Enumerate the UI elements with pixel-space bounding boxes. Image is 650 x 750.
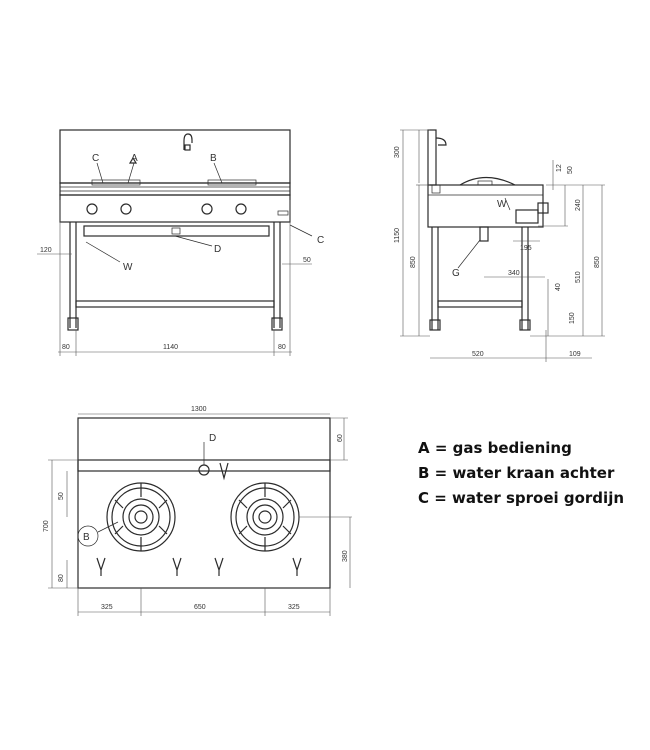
dim-520: 520 — [472, 351, 484, 358]
side-bracket — [431, 184, 441, 194]
gas-knob-icon — [86, 203, 98, 215]
dim-50-side: 50 — [567, 166, 574, 174]
legend-item-c: C = water sproei gordijn — [418, 489, 625, 507]
front-foot-left — [67, 317, 79, 331]
front-spray-bar — [83, 225, 270, 237]
tap-knob — [184, 144, 191, 151]
legend-item-b: B = water kraan achter — [418, 464, 615, 482]
dim-1140: 1140 — [163, 344, 178, 351]
pointer-c-side — [289, 224, 313, 237]
dim-150: 150 — [569, 312, 576, 324]
front-badge — [277, 210, 289, 216]
dim-40: 40 — [555, 283, 562, 291]
side-drain — [479, 226, 489, 242]
label-d-top: D — [209, 433, 216, 444]
top-drain-d — [198, 464, 210, 476]
drain-d — [171, 227, 181, 235]
label-c: C — [92, 153, 99, 164]
dim-1150: 1150 — [394, 228, 401, 243]
pointer-c — [96, 162, 104, 184]
dim-195: 195 — [520, 245, 532, 252]
dim-50-top: 50 — [58, 492, 65, 500]
pointer-d — [174, 235, 213, 247]
side-body — [427, 184, 544, 228]
label-b-circle — [77, 525, 99, 547]
dim-109: 109 — [569, 351, 581, 358]
legend: A = gas bediening B = water kraan achter… — [418, 436, 624, 511]
pointer-w — [85, 241, 121, 263]
dim-325-right: 325 — [288, 604, 300, 611]
front-burner-right — [207, 179, 257, 186]
dim-80-left: 80 — [62, 344, 70, 351]
front-foot-right — [271, 317, 283, 331]
pointer-g — [457, 239, 481, 269]
label-a: A — [131, 153, 138, 164]
side-backsplash — [427, 129, 437, 186]
label-b-top: B — [83, 532, 90, 543]
triangle-a-icon — [128, 156, 138, 164]
top-burner-left — [106, 482, 176, 552]
side-view: W G 300 1150 850 12 50 240 40 510 850 15… — [394, 129, 605, 362]
dim-700: 700 — [43, 520, 50, 532]
dim-850: 850 — [410, 256, 417, 268]
front-burner-left — [91, 179, 141, 186]
dim-50: 50 — [303, 257, 311, 264]
dim-12: 12 — [556, 164, 563, 172]
dim-510: 510 — [575, 271, 582, 283]
top-view: B D 1300 60 700 50 80 380 325 650 325 — [43, 406, 352, 616]
side-control-box — [515, 209, 539, 224]
dim-80-top: 80 — [58, 574, 65, 582]
front-view: C A B C D W 120 50 80 1140 80 — [37, 129, 324, 356]
label-b: B — [210, 153, 217, 164]
dim-60: 60 — [337, 434, 344, 442]
top-tap-icon — [219, 462, 229, 481]
dim-1300: 1300 — [191, 406, 207, 413]
dim-380: 380 — [342, 550, 349, 562]
label-w-side: W — [497, 199, 507, 210]
front-crossbar — [75, 300, 275, 308]
label-g: G — [452, 268, 460, 279]
side-crossbar — [437, 300, 523, 308]
label-c-side: C — [317, 235, 324, 246]
dim-340: 340 — [508, 270, 520, 277]
side-foot — [519, 319, 531, 331]
side-burner — [477, 180, 493, 186]
gas-knob-icon — [235, 203, 247, 215]
pointer-b-top — [97, 521, 119, 533]
knob-icon — [292, 557, 302, 576]
legend-item-a: A = gas bediening — [418, 439, 572, 457]
knob-icon — [172, 557, 182, 576]
gas-knob-icon — [201, 203, 213, 215]
knob-icon — [96, 557, 106, 576]
pointer-a — [127, 162, 135, 184]
dim-850-right: 850 — [594, 256, 601, 268]
side-knob — [537, 202, 549, 214]
dim-300: 300 — [394, 146, 401, 158]
side-wok — [459, 176, 516, 186]
top-burner-right — [230, 482, 300, 552]
side-tap-icon — [435, 137, 447, 146]
dim-325-left: 325 — [101, 604, 113, 611]
dim-240: 240 — [575, 199, 582, 211]
label-w: W — [123, 262, 133, 273]
pointer-b — [213, 162, 223, 184]
dim-120: 120 — [40, 247, 52, 254]
tap-icon — [183, 133, 193, 150]
side-foot — [429, 319, 441, 331]
dim-650: 650 — [194, 604, 206, 611]
dim-80-right: 80 — [278, 344, 286, 351]
gas-knob-icon — [120, 203, 132, 215]
knob-icon — [214, 557, 224, 576]
front-control-panel — [59, 194, 291, 223]
top-body — [77, 417, 331, 589]
label-d: D — [214, 244, 221, 255]
pointer-w-side — [504, 197, 511, 211]
